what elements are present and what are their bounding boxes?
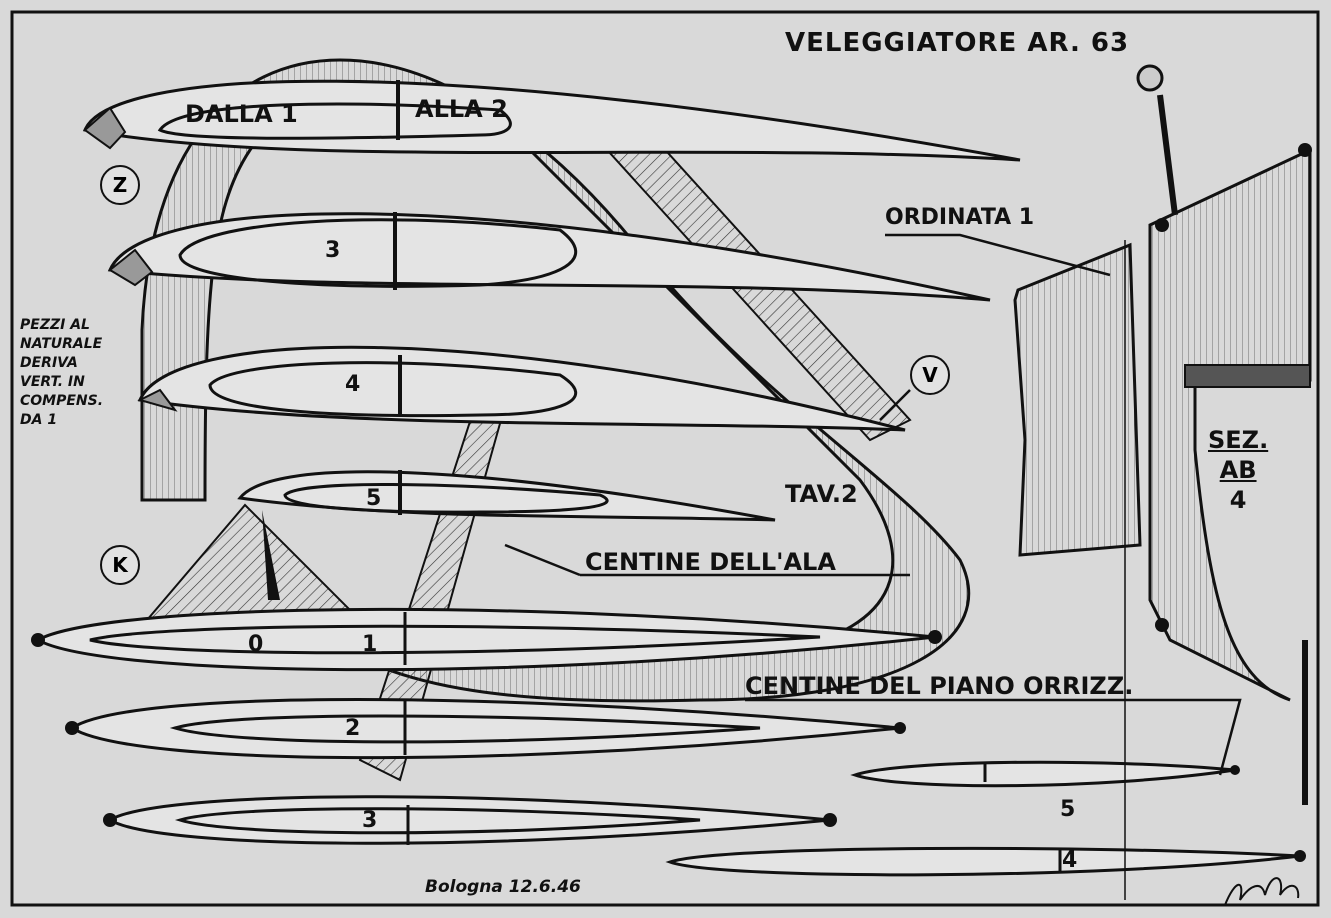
- sez-line-2: AB: [1219, 456, 1257, 484]
- tail-rib-3: [107, 795, 831, 845]
- callout-z: Z: [100, 165, 140, 205]
- label-tail-2: 2: [345, 716, 361, 741]
- tail-rib-4: [665, 846, 1301, 877]
- label-tail-3: 3: [362, 808, 378, 833]
- label-centine-ala: CENTINE DELL'ALA: [585, 548, 836, 576]
- label-rib-5: 5: [366, 486, 382, 511]
- place-date: Bologna 12.6.46: [425, 877, 581, 897]
- label-alla-2: ALLA 2: [415, 95, 508, 123]
- sez-line-3: 4: [1229, 486, 1247, 514]
- label-tail-4: 4: [1062, 848, 1078, 873]
- label-rib-3: 3: [325, 238, 341, 263]
- label-dalla-1: DALLA 1: [185, 100, 298, 128]
- ordinata-1: [1013, 242, 1142, 557]
- label-tail-1: 1: [362, 632, 378, 657]
- drawing-border: [10, 10, 1320, 907]
- callout-v: V: [910, 355, 950, 395]
- drawing-title: VELEGGIATORE AR. 63: [785, 28, 1130, 58]
- callout-k: K: [100, 545, 140, 585]
- label-rib-4: 4: [345, 372, 361, 397]
- note-text: PEZZI AL NATURALE DERIVA VERT. IN COMPEN…: [20, 317, 104, 428]
- wing-rib-1-2: [82, 79, 1021, 162]
- label-tav: TAV.2: [785, 480, 858, 508]
- label-tail-5: 5: [1060, 797, 1076, 822]
- wing-rib-4: [137, 345, 906, 432]
- tail-rib-5: [850, 760, 1236, 788]
- sez-line-1: SEZ.: [1208, 426, 1269, 454]
- tail-rib-2: [69, 698, 901, 760]
- label-ordinata: ORDINATA 1: [885, 205, 1035, 230]
- section-ab: [1148, 147, 1312, 702]
- signature: [1224, 877, 1300, 906]
- section-ab-label: SEZ. AB 4: [1208, 425, 1268, 515]
- label-centine-piano: CENTINE DEL PIANO ORRIZZ.: [745, 672, 1134, 700]
- label-tail-0: 0: [248, 632, 264, 657]
- wing-rib-3: [107, 212, 991, 302]
